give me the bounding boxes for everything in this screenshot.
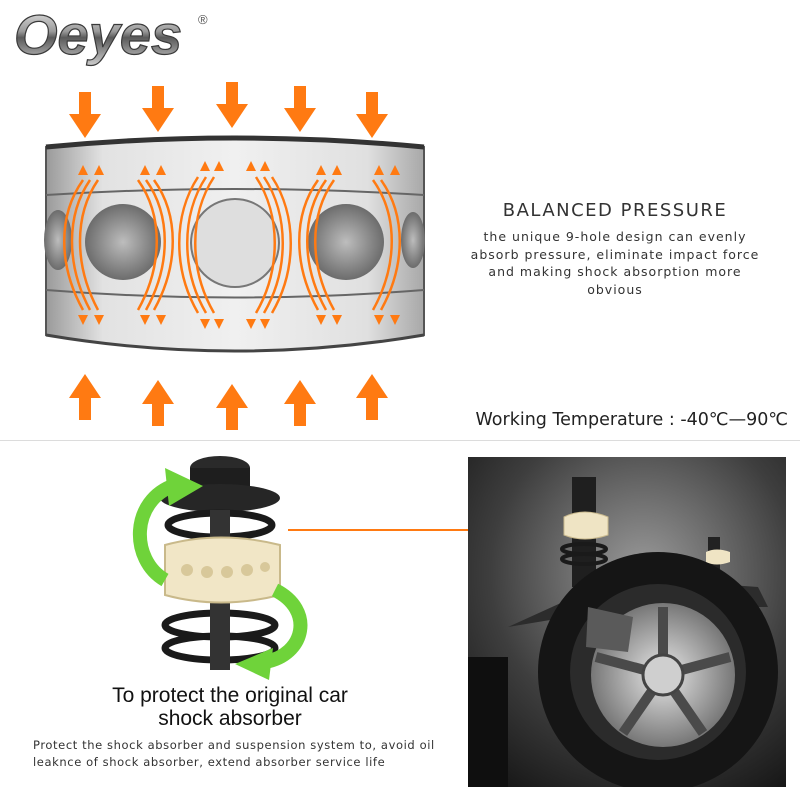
pressure-arrow-up-icon — [356, 374, 388, 420]
shock-absorber-illustration — [132, 456, 308, 680]
pressure-arrow-up-icon — [69, 374, 101, 420]
pressure-arrow-down-icon — [142, 86, 174, 132]
brand-logo: Oeyes ® — [13, 2, 208, 66]
protect-description: Protect the shock absorber and suspensio… — [33, 738, 435, 769]
protect-title: To protect the original car shock absorb… — [40, 684, 420, 730]
logo-text: Oeyes — [14, 3, 182, 66]
pressure-arrow-up-icon — [142, 380, 174, 426]
registered-mark: ® — [198, 12, 208, 27]
protect-title-line1: To protect the original car — [112, 684, 348, 707]
car-suspension-photo — [468, 457, 786, 787]
pressure-arrow-down-icon — [356, 92, 388, 138]
pressure-arrow-down-icon — [69, 92, 101, 138]
working-temperature: Working Temperature : -40℃—90℃ — [475, 410, 788, 430]
pressure-arrow-down-icon — [216, 82, 248, 128]
section-divider — [0, 440, 800, 441]
feature-title: BALANCED PRESSURE — [502, 200, 728, 221]
buffer-band-illustration — [44, 135, 425, 353]
pressure-arrow-down-icon — [284, 86, 316, 132]
feature-description: the unique 9-hole design can evenly abso… — [470, 229, 760, 297]
pressure-arrow-up-icon — [216, 384, 248, 430]
pressure-arrow-up-icon — [284, 380, 316, 426]
protect-title-line2: shock absorber — [158, 707, 302, 730]
